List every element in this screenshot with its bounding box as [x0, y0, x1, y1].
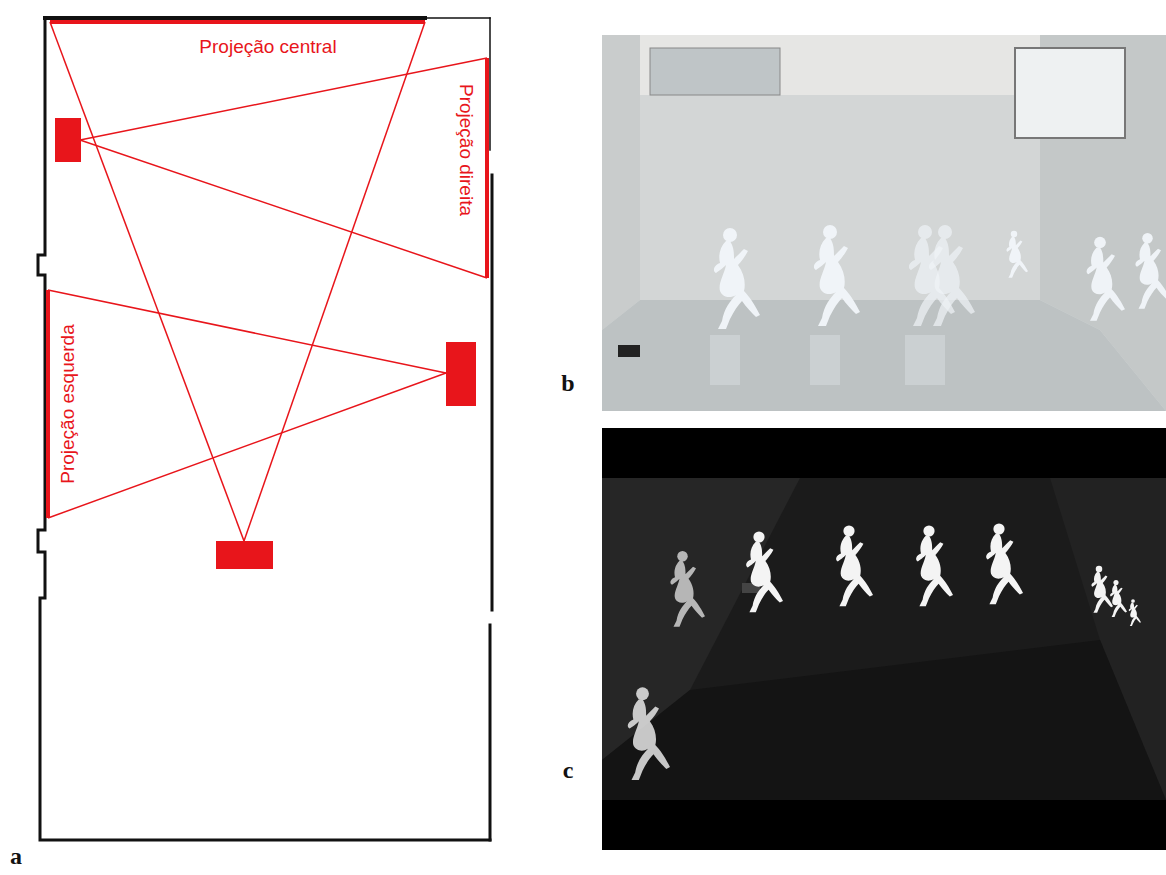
floor-plan [38, 18, 492, 840]
projection-label: Projeção central [199, 37, 336, 56]
projection-label: Projeção direita [457, 84, 476, 216]
panel-letter: a [10, 844, 22, 868]
photo-gallery-lit [602, 35, 1166, 411]
projection-lines [48, 22, 487, 541]
photo-gallery-dark [602, 428, 1166, 850]
panel-letter: b [561, 371, 574, 395]
panel-letter: c [563, 758, 574, 782]
projector-symbol [55, 118, 476, 569]
projection-label: Projeção esquerda [58, 324, 77, 484]
